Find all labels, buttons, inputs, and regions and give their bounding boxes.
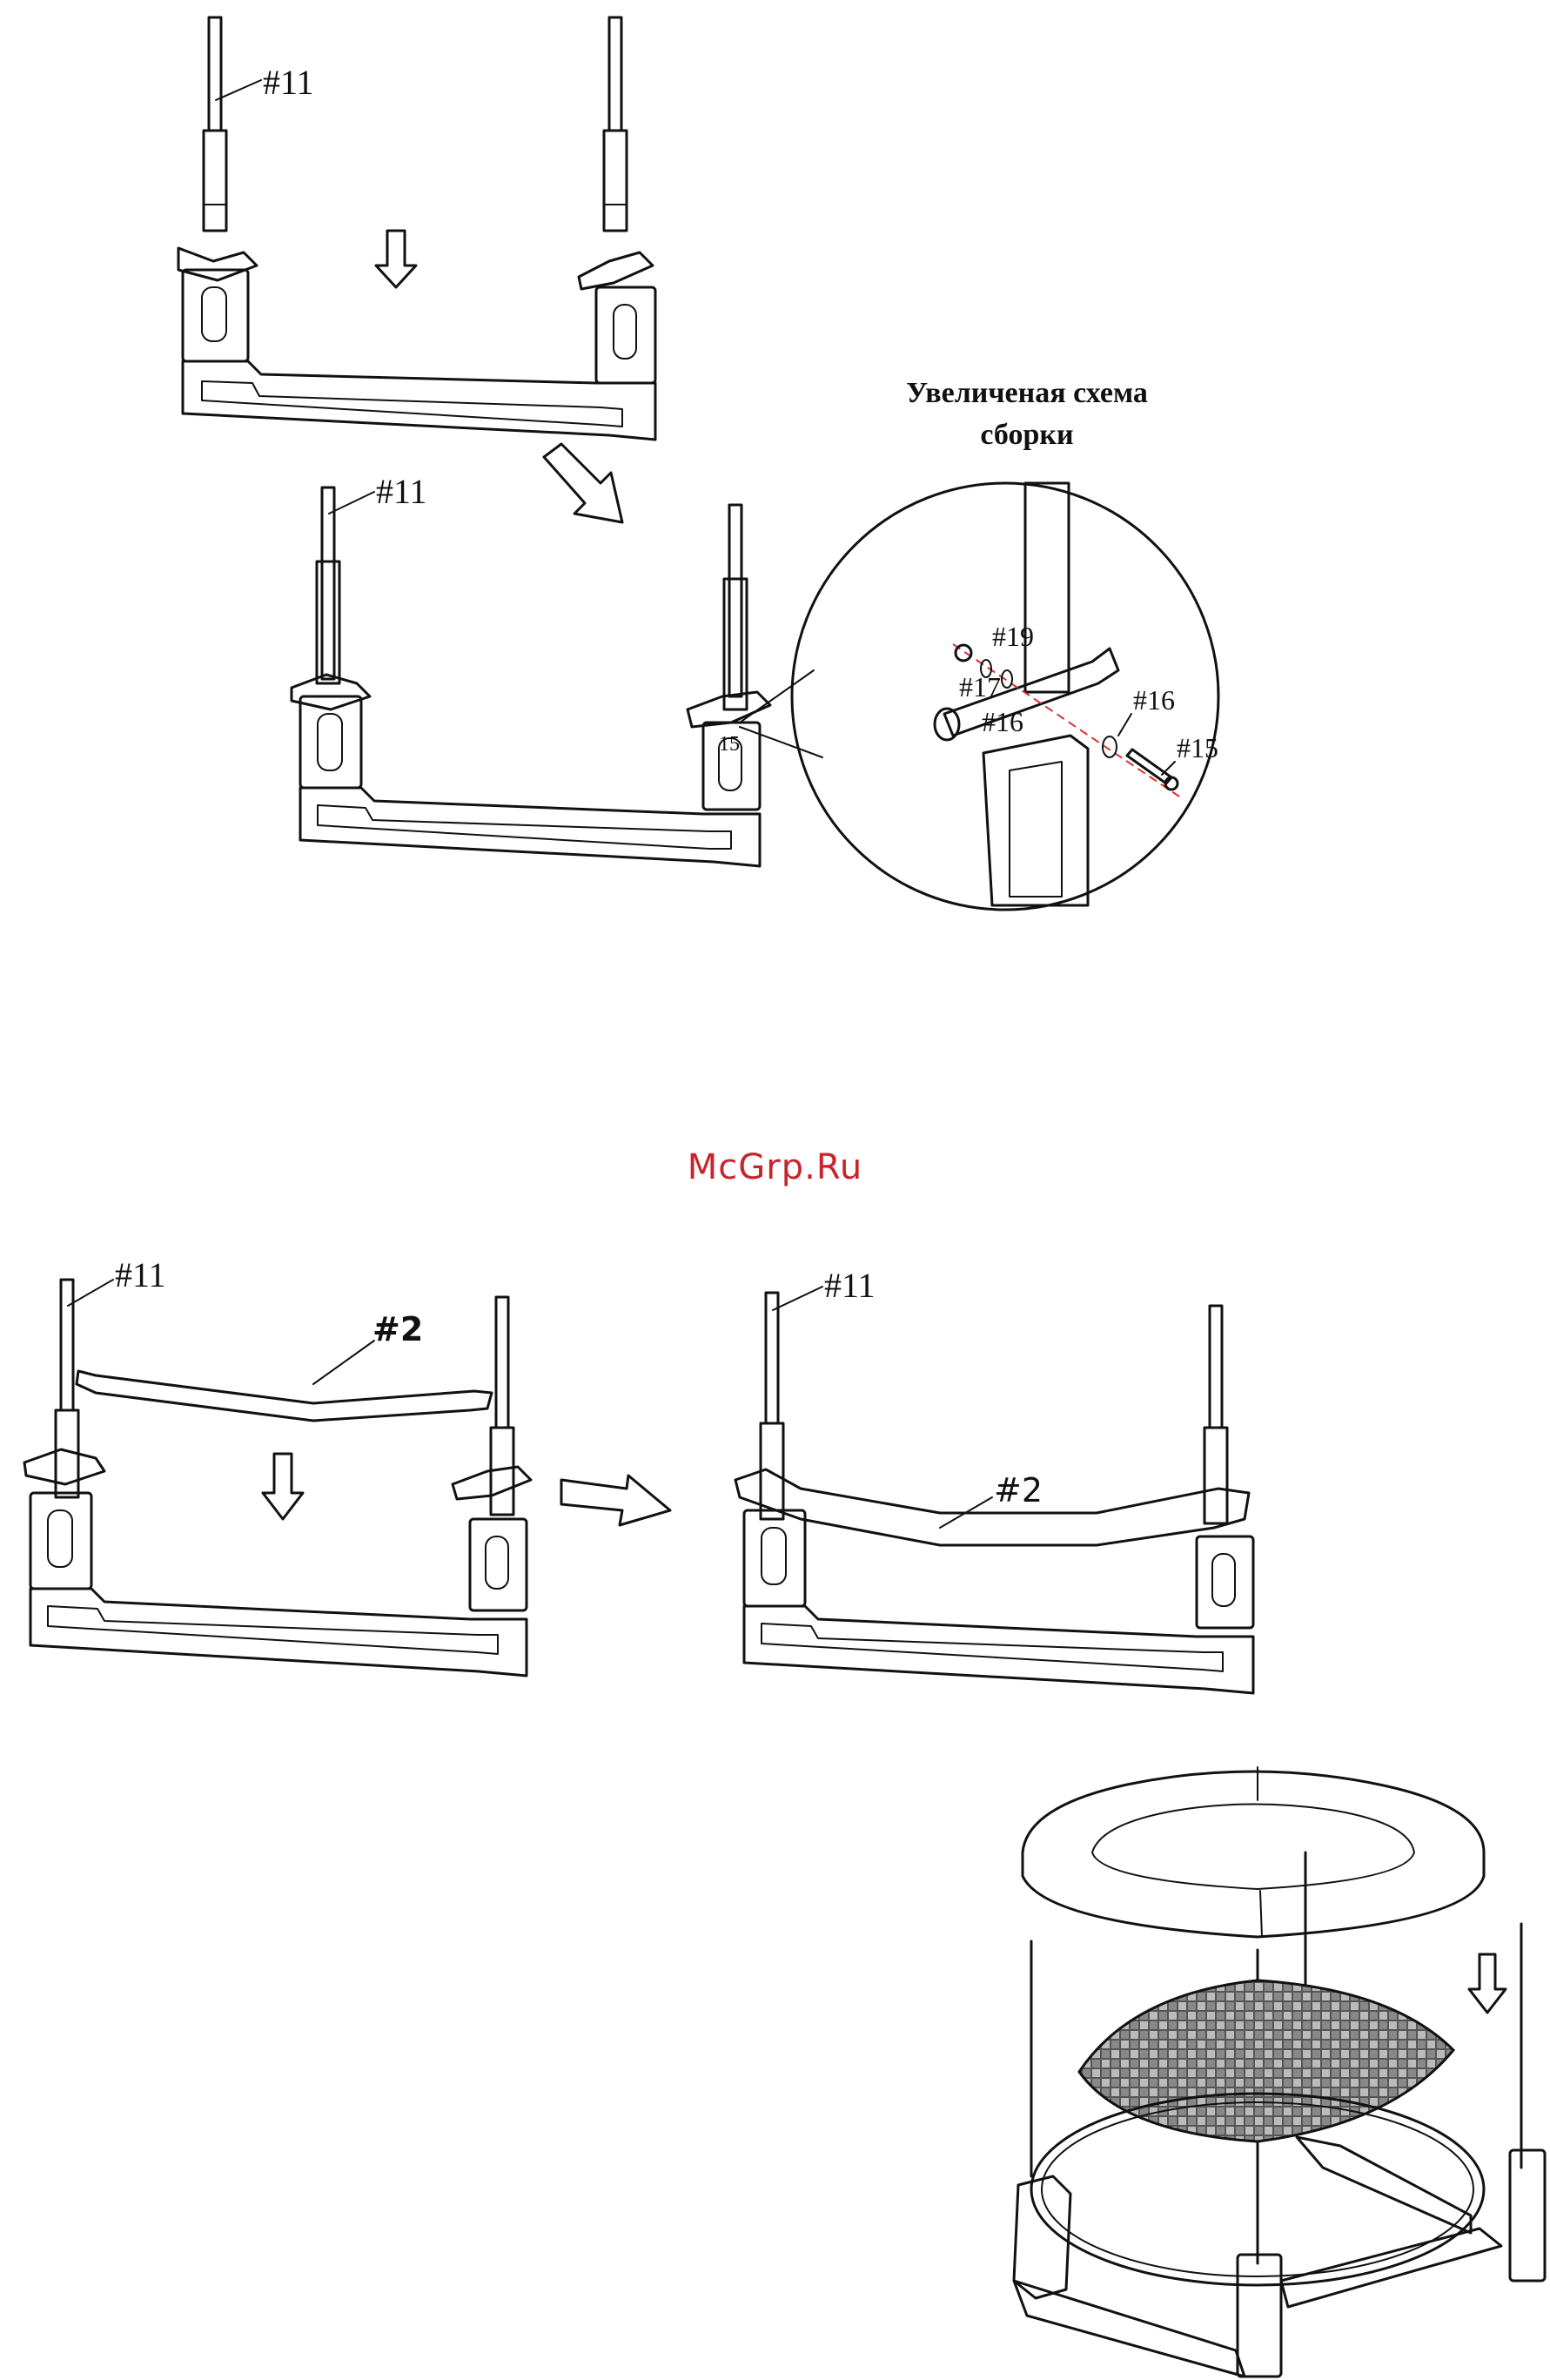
safety-pad <box>1023 1772 1484 1937</box>
step4-rail-installed: #11 #2 <box>735 1266 1253 1693</box>
u-frame-step1 <box>183 270 655 440</box>
step2-frame-with-poles: #11 15 <box>292 472 822 866</box>
bolt-icon <box>1127 750 1171 783</box>
pole-right <box>604 17 627 231</box>
rail-part2 <box>77 1371 492 1421</box>
label-inner-15: 15 <box>719 733 740 756</box>
label-part11-step2: #11 <box>376 472 427 511</box>
label-part11-step3: #11 <box>115 1255 166 1294</box>
diag-arrow-step1 <box>544 444 622 522</box>
down-arrow-step3 <box>263 1454 303 1519</box>
leader-11 <box>216 80 261 100</box>
step1-frame-with-loose-poles: #11 <box>178 17 655 440</box>
label-part16-left: #16 <box>982 706 1023 737</box>
label-part2-step4: #2 <box>994 1471 1043 1509</box>
down-arrow-step1 <box>376 231 416 287</box>
label-part11-step1: #11 <box>263 63 314 102</box>
bracket-right <box>579 252 653 289</box>
label-part15: #15 <box>1177 732 1218 763</box>
step3-rail-loose: #11 #2 <box>24 1255 531 1676</box>
down-arrow-step5 <box>1469 1954 1506 2013</box>
label-part17: #17 <box>959 671 1001 703</box>
nut-icon <box>956 645 971 661</box>
right-arrow-step3 <box>561 1476 670 1525</box>
label-part16-right: #16 <box>1133 684 1175 716</box>
label-part11-step4: #11 <box>824 1266 876 1305</box>
zoom-detail-circle: #19 #17 #16 #16 #15 <box>792 483 1218 910</box>
label-part2-step3: #2 <box>372 1310 423 1348</box>
label-part19: #19 <box>992 621 1034 652</box>
bracket-left <box>178 248 257 280</box>
step5-mat-and-pad <box>1014 1767 1545 2377</box>
pole-left <box>204 17 226 231</box>
